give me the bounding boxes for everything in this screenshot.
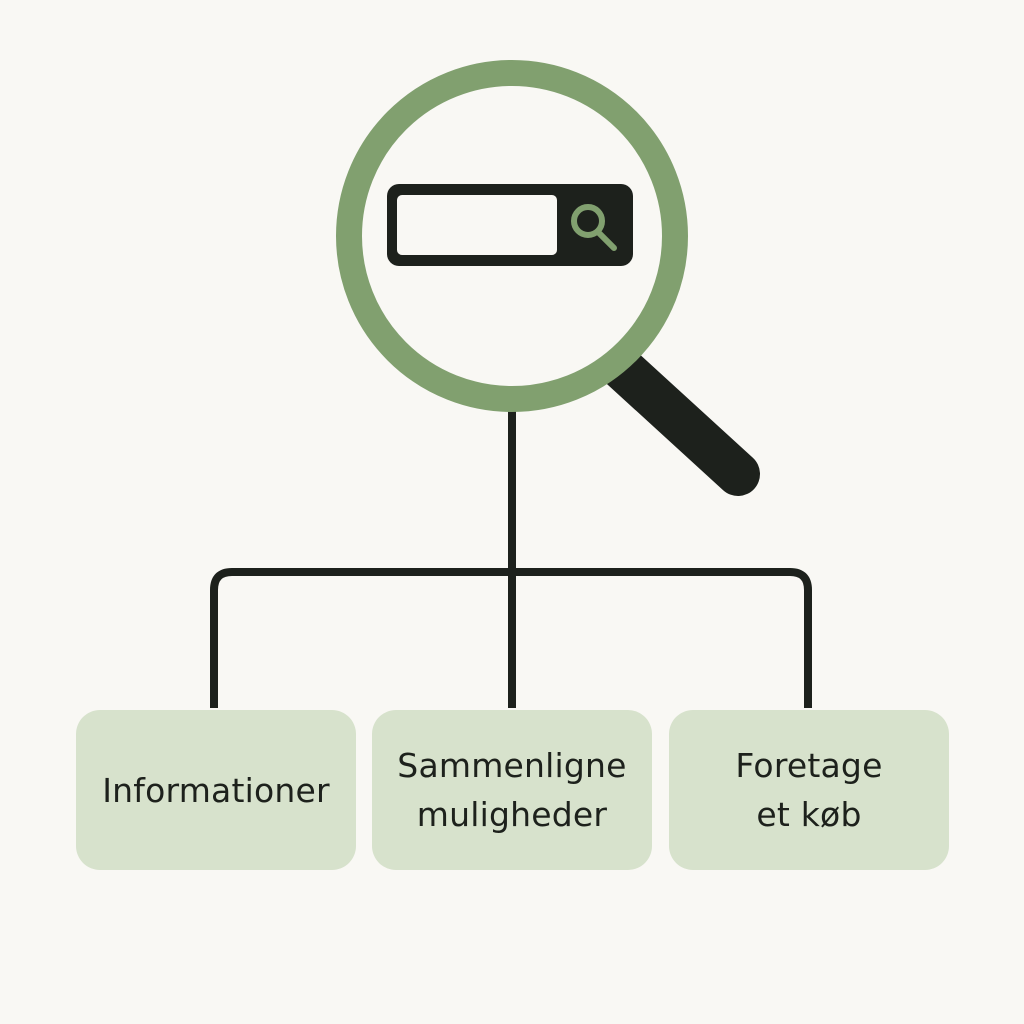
search-icon xyxy=(571,204,617,251)
box-informationer: Informationer xyxy=(76,710,356,870)
box-label: Informationer xyxy=(102,766,330,815)
search-bar xyxy=(387,184,633,266)
box-label: Sammenligne muligheder xyxy=(397,741,626,839)
connector-lines xyxy=(210,410,812,708)
box-label-line: Sammenligne xyxy=(397,746,627,785)
magnifier-handle xyxy=(600,346,760,496)
box-label-line: muligheder xyxy=(416,795,608,834)
box-label-line: et køb xyxy=(756,795,862,834)
box-sammenligne-muligheder: Sammenligne muligheder xyxy=(372,710,652,870)
box-label-line: Foretage xyxy=(735,746,883,785)
search-input xyxy=(397,195,557,255)
magnifying-glass-icon xyxy=(336,60,760,496)
box-label: Foretage et køb xyxy=(735,741,882,839)
box-foretage-et-koeb: Foretage et køb xyxy=(669,710,949,870)
branch-line xyxy=(210,568,812,708)
box-label-line: Informationer xyxy=(102,770,330,810)
